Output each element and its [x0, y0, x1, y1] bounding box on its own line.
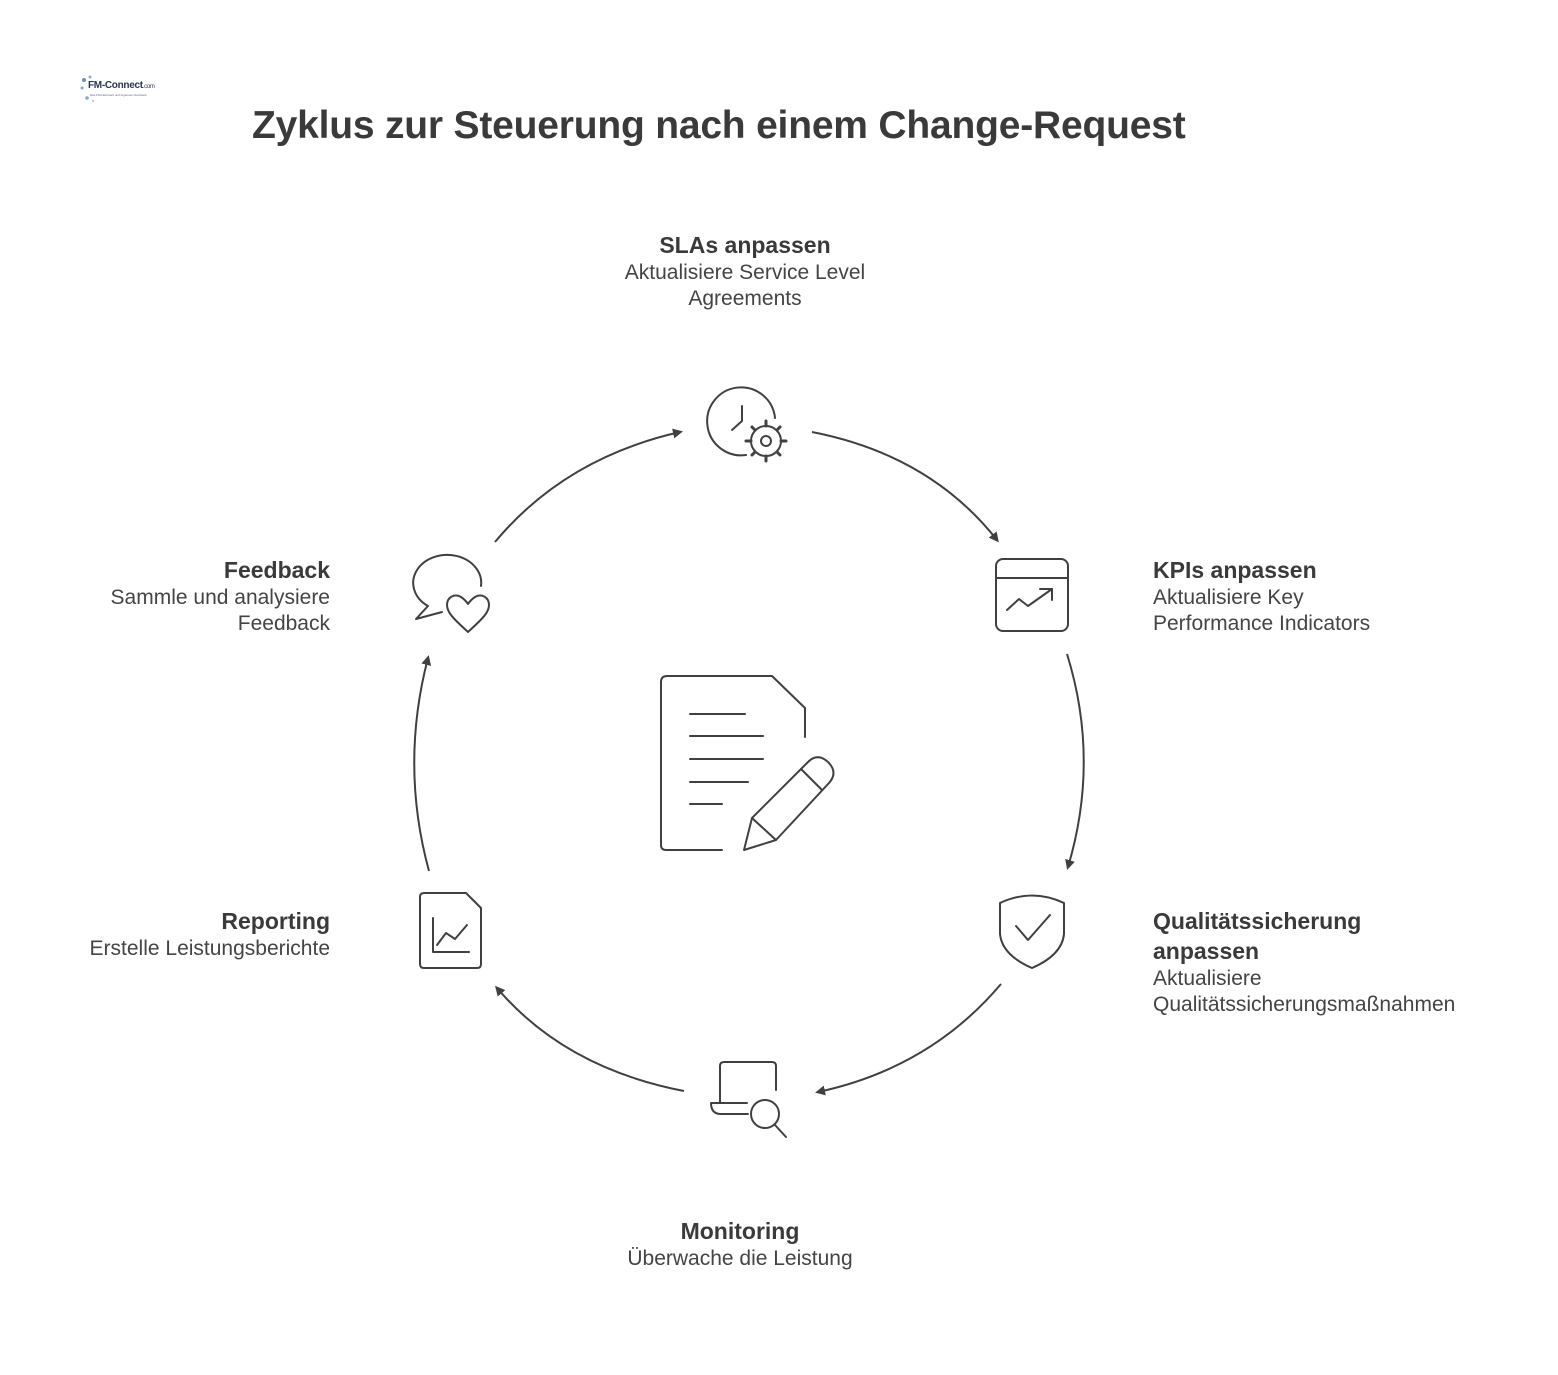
step-title: Monitoring	[680, 1218, 800, 1244]
step-description: Feedback	[237, 612, 330, 635]
chat-heart-icon	[412, 553, 490, 633]
step-description: Erstelle Leistungsberichte	[89, 937, 330, 960]
step-slas: SLAs anpassen Aktualisiere Service Level…	[590, 230, 900, 312]
logo-tagline: Das FM-Netzwerk und Ingenieur-Netzwerk	[90, 93, 147, 97]
report-chart-icon	[419, 892, 482, 969]
step-kpis: KPIs anpassen Aktualisiere Key Performan…	[1153, 555, 1473, 637]
step-description: Sammle und analysiere	[110, 586, 330, 609]
arrow-monitoring-to-reporting	[495, 985, 685, 1092]
clock-gear-icon	[706, 386, 788, 463]
step-description: Qualitätssicherungsmaßnahmen	[1153, 993, 1456, 1016]
step-description: Agreements	[688, 287, 802, 310]
step-title: Feedback	[223, 557, 330, 583]
step-title: Qualitätssicherung	[1153, 908, 1362, 934]
logo-mark-icon	[80, 75, 95, 103]
logo-tld: .com	[142, 84, 155, 90]
logo-name: FM-Connect	[88, 80, 143, 91]
arrow-kpis-to-qs	[1065, 653, 1085, 870]
step-reporting: Reporting Erstelle Leistungsberichte	[30, 906, 330, 962]
step-monitoring: Monitoring Überwache die Leistung	[590, 1216, 890, 1272]
laptop-magnifier-icon	[710, 1061, 787, 1138]
page-title: Zyklus zur Steuerung nach einem Change-R…	[252, 104, 1186, 147]
step-description: Aktualisiere Key	[1153, 586, 1304, 609]
step-title: anpassen	[1153, 938, 1260, 964]
step-title: SLAs anpassen	[659, 232, 831, 258]
trend-chart-window-icon	[995, 558, 1069, 632]
step-description: Aktualisiere	[1153, 967, 1262, 990]
step-description: Aktualisiere Service Level	[624, 261, 866, 284]
arrow-feedback-to-slas	[494, 428, 683, 543]
step-feedback: Feedback Sammle und analysiere Feedback	[30, 555, 330, 637]
step-qualitaetssicherung: Qualitätssicherung anpassen Aktualisiere…	[1153, 906, 1513, 1018]
step-description: Performance Indicators	[1153, 612, 1371, 635]
fm-connect-logo: FM-Connect.com Das FM-Netzwerk und Ingen…	[78, 74, 155, 104]
arrow-reporting-to-feedback	[413, 655, 432, 872]
step-title: KPIs anpassen	[1153, 557, 1317, 583]
document-pencil-icon	[660, 675, 835, 851]
arrow-qs-to-monitoring	[815, 983, 1002, 1096]
shield-check-icon	[999, 894, 1065, 969]
arrow-slas-to-kpis	[811, 431, 999, 543]
step-title: Reporting	[221, 908, 330, 934]
step-description: Überwache die Leistung	[627, 1247, 853, 1270]
